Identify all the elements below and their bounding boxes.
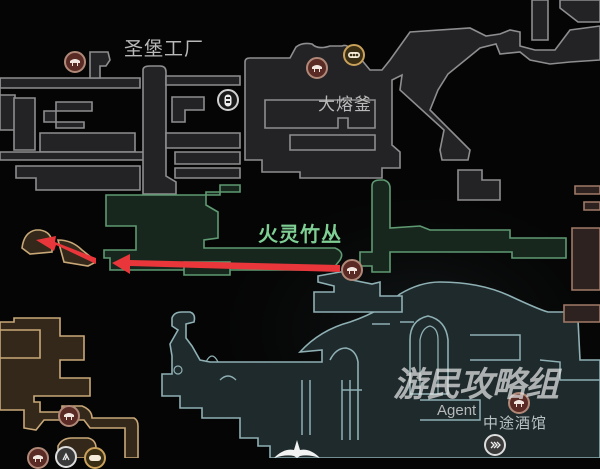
silver-icon[interactable] — [55, 446, 77, 468]
watermark-sub: Agent — [437, 402, 477, 419]
region-firespirit-bamboo — [103, 179, 567, 276]
silver-icon[interactable] — [484, 434, 506, 456]
world-map[interactable] — [0, 0, 600, 458]
route-arrows — [36, 236, 340, 274]
region-great-cauldron — [244, 0, 600, 201]
area-label-firespirit-bamboo: 火灵竹丛 — [258, 222, 342, 246]
vendor-icon[interactable] — [84, 447, 106, 469]
bench-icon[interactable] — [27, 447, 49, 469]
area-label-citadel-factory: 圣堡工厂 — [124, 38, 205, 60]
bench-icon[interactable] — [64, 51, 86, 73]
vendor-icon[interactable] — [343, 44, 365, 66]
bench-icon[interactable] — [306, 57, 328, 79]
stag-icon[interactable] — [217, 89, 239, 111]
region-lower-complex — [161, 271, 600, 458]
player-crest-icon — [274, 440, 320, 458]
area-label-great-cauldron: 大熔釜 — [318, 95, 372, 115]
bench-icon[interactable] — [341, 259, 363, 281]
region-citadel-factory — [0, 51, 241, 195]
bench-icon[interactable] — [508, 392, 530, 414]
watermark-brand: 游民攻略组 — [393, 365, 559, 405]
region-right-edge — [563, 185, 600, 323]
bench-icon[interactable] — [58, 405, 80, 427]
area-label-halfway-tavern: 中途酒馆 — [483, 414, 548, 432]
region-lower-left — [0, 317, 139, 458]
